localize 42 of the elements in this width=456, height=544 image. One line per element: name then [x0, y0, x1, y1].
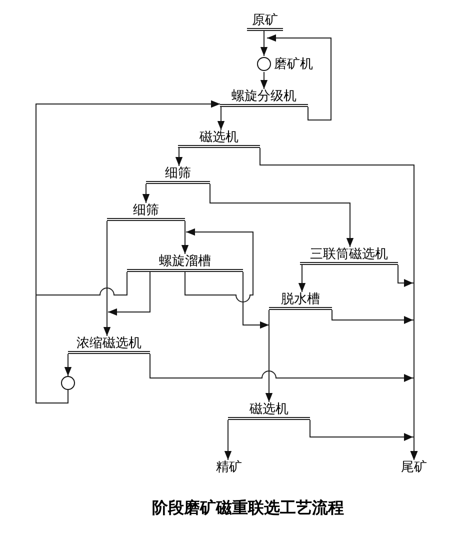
flow-arrow [260, 72, 268, 90]
flow-arrow [175, 148, 183, 166]
product-label: 精矿 [216, 460, 242, 476]
equipment-bar [300, 247, 398, 265]
equipment-bar [220, 89, 308, 107]
equipment-label: 浓缩磁选机 [76, 336, 142, 351]
flow-arrow [64, 354, 72, 376]
flow-arrow [103, 220, 111, 336]
flow-arrow [298, 264, 306, 292]
equipment-label: 磁选机 [200, 130, 238, 145]
flow-arrow [217, 106, 225, 130]
equipment-bar [127, 254, 243, 272]
flow-arrow [184, 228, 254, 302]
flow-arrow [36, 100, 220, 404]
equipment-label: 螺旋溜槽 [159, 254, 211, 269]
equipment-bar [146, 166, 210, 184]
equipment-bar [247, 13, 283, 31]
flow-arrow [266, 34, 332, 120]
equipment-bar [228, 402, 310, 420]
equipment-bar [178, 130, 260, 148]
flow-arrow [265, 310, 273, 402]
equipment-label: 原矿 [252, 13, 278, 28]
equipment-bar [107, 203, 185, 221]
equipment-label: 螺旋分级机 [232, 89, 296, 104]
equipment-label: 脱水槽 [281, 292, 320, 307]
diagram-caption: 阶段磨矿磁重联选工艺流程 [152, 497, 344, 519]
flow-arrow [181, 220, 189, 254]
flow-arrow [210, 184, 354, 248]
flow-arrow [142, 184, 150, 204]
flow-arrow [224, 420, 232, 460]
flow-arrow [242, 272, 270, 329]
flow-arrow [108, 272, 150, 316]
product-label: 尾矿 [401, 460, 427, 476]
equipment-label: 细筛 [165, 166, 191, 181]
equipment-label: 三联筒磁选机 [310, 247, 388, 262]
equipment-label: 磁选机 [250, 402, 288, 417]
equipment-bar [269, 292, 332, 310]
equipment-label: 磨矿机 [274, 56, 313, 72]
equipment-label: 细筛 [133, 203, 159, 218]
equipment-bar [68, 336, 150, 354]
flow-arrow [310, 420, 418, 460]
flow-arrow [260, 30, 268, 56]
